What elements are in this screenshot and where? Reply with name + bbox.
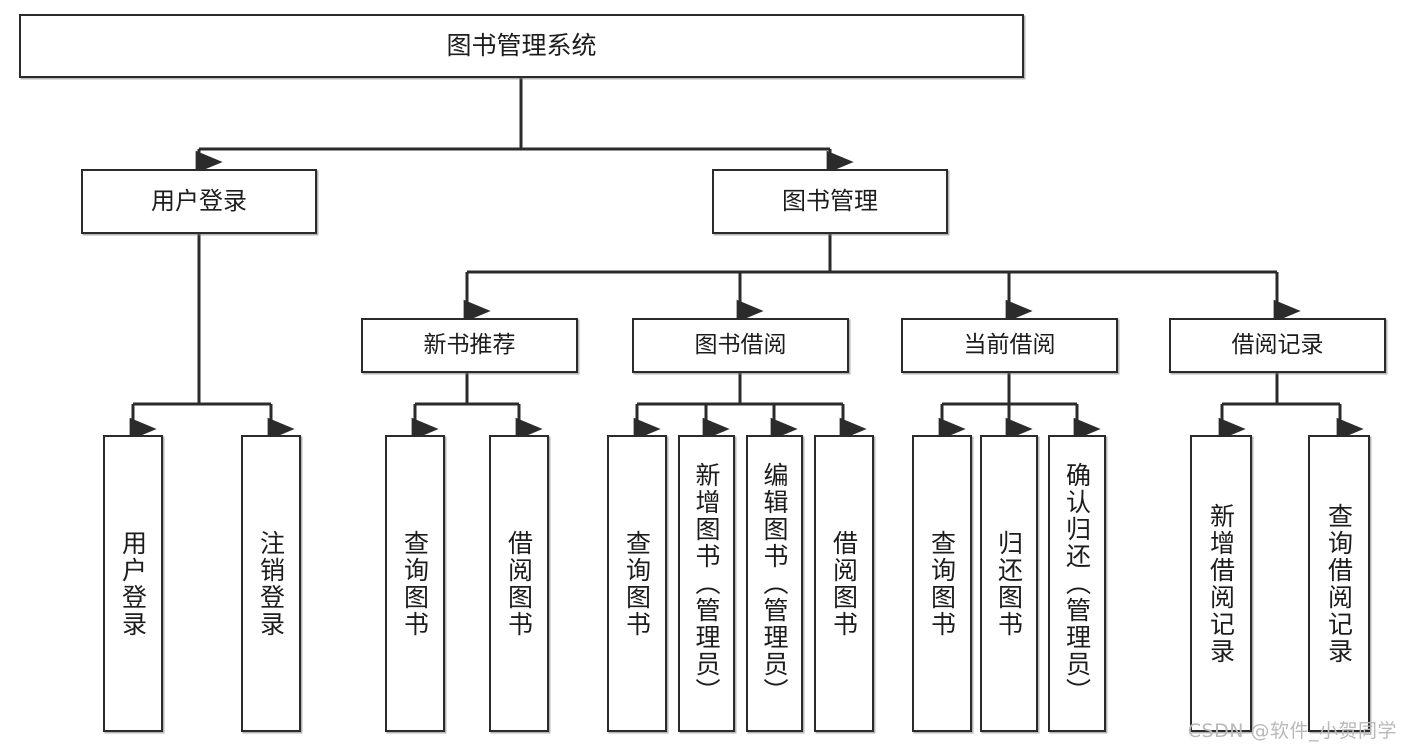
node-label: 借阅图书 <box>504 529 534 638</box>
node-label: 用户登录 <box>151 187 247 216</box>
node-label: 新增图书（管理员） <box>692 462 721 705</box>
leaf-add-borrow-record[interactable]: 新增借阅记录 <box>1190 435 1252 732</box>
node-label: 图书管理系统 <box>446 31 597 61</box>
leaf-query-book-borrow[interactable]: 查询图书 <box>607 435 667 732</box>
node-label: 查询图书 <box>622 529 652 638</box>
leaf-borrow-book-recommend[interactable]: 借阅图书 <box>489 435 549 732</box>
node-label: 查询图书 <box>927 529 957 638</box>
node-label: 编辑图书（管理员） <box>760 462 789 705</box>
leaf-query-book-current[interactable]: 查询图书 <box>912 435 972 732</box>
leaf-borrow-book[interactable]: 借阅图书 <box>814 435 874 732</box>
node-label: 查询图书 <box>400 529 430 638</box>
node-book-management[interactable]: 图书管理 <box>712 169 948 234</box>
leaf-query-borrow-record[interactable]: 查询借阅记录 <box>1308 435 1370 732</box>
node-label: 借阅图书 <box>829 529 859 638</box>
leaf-edit-book-admin[interactable]: 编辑图书（管理员） <box>746 435 803 732</box>
leaf-add-book-admin[interactable]: 新增图书（管理员） <box>678 435 735 732</box>
leaf-confirm-return-admin[interactable]: 确认归还（管理员） <box>1048 435 1106 732</box>
node-current-borrow[interactable]: 当前借阅 <box>901 318 1118 373</box>
node-label: 查询借阅记录 <box>1324 502 1354 665</box>
node-user-login[interactable]: 用户登录 <box>81 169 317 234</box>
node-label: 借阅记录 <box>1231 331 1324 358</box>
node-label: 确认归还（管理员） <box>1062 462 1092 705</box>
leaf-return-book[interactable]: 归还图书 <box>980 435 1038 732</box>
node-label: 归还图书 <box>994 529 1024 638</box>
node-borrow-record[interactable]: 借阅记录 <box>1169 318 1386 373</box>
node-new-book-recommend[interactable]: 新书推荐 <box>361 318 578 373</box>
leaf-logout[interactable]: 注销登录 <box>241 435 301 732</box>
node-label: 注销登录 <box>256 529 286 638</box>
node-root-system[interactable]: 图书管理系统 <box>19 14 1024 78</box>
leaf-user-login[interactable]: 用户登录 <box>103 435 163 732</box>
watermark-credit: CSDN @软件_小贺同学 <box>1187 720 1397 742</box>
node-book-borrow[interactable]: 图书借阅 <box>632 318 849 373</box>
node-label: 图书借阅 <box>694 331 787 358</box>
node-label: 新增借阅记录 <box>1206 502 1236 665</box>
node-label: 新书推荐 <box>423 331 516 358</box>
leaf-query-book-recommend[interactable]: 查询图书 <box>385 435 445 732</box>
node-label: 用户登录 <box>118 529 148 638</box>
node-label: 图书管理 <box>782 187 878 216</box>
node-label: 当前借阅 <box>963 331 1056 358</box>
